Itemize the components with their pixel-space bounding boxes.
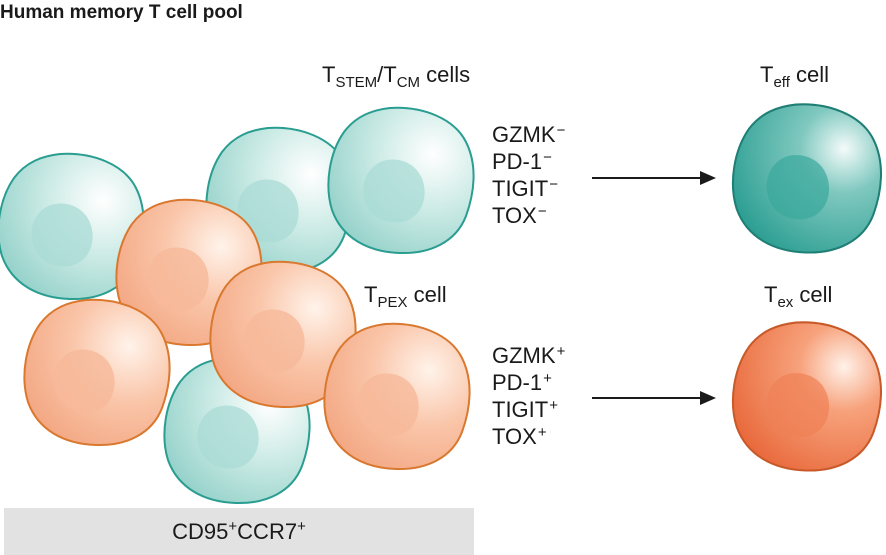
figure-title: Human memory T cell pool bbox=[0, 2, 243, 23]
marker-item: GZMK− bbox=[492, 122, 566, 147]
marker-item: GZMK+ bbox=[492, 343, 566, 368]
arrow-to-effector bbox=[592, 171, 716, 185]
phenotype-label: CD95+CCR7+ bbox=[172, 517, 306, 544]
exhausted-cell bbox=[731, 321, 883, 472]
arrow-to-exhausted bbox=[592, 391, 716, 405]
marker-item: TIGIT+ bbox=[492, 397, 558, 422]
effector-cell bbox=[731, 103, 883, 254]
pex-cell bbox=[23, 298, 171, 447]
positive-marker-list: GZMK+ PD-1+ TIGIT+ TOX+ bbox=[492, 342, 565, 450]
pex-cell bbox=[323, 322, 471, 471]
negative-marker-list: GZMK− PD-1− TIGIT− TOX− bbox=[492, 121, 565, 229]
marker-item: PD-1+ bbox=[492, 370, 552, 395]
stem-cell bbox=[327, 106, 475, 255]
phenotype-bar: CD95+CCR7+ bbox=[4, 508, 474, 555]
marker-item: TOX− bbox=[492, 203, 547, 228]
effector-label: Teff cell bbox=[760, 62, 829, 91]
exhausted-label: Tex cell bbox=[764, 282, 833, 311]
marker-item: TOX+ bbox=[492, 424, 547, 449]
marker-item: TIGIT− bbox=[492, 176, 558, 201]
stem-cm-label: TSTEM/TCM cells bbox=[322, 62, 471, 91]
marker-item: PD-1− bbox=[492, 149, 552, 174]
pex-label: TPEX cell bbox=[364, 282, 447, 311]
